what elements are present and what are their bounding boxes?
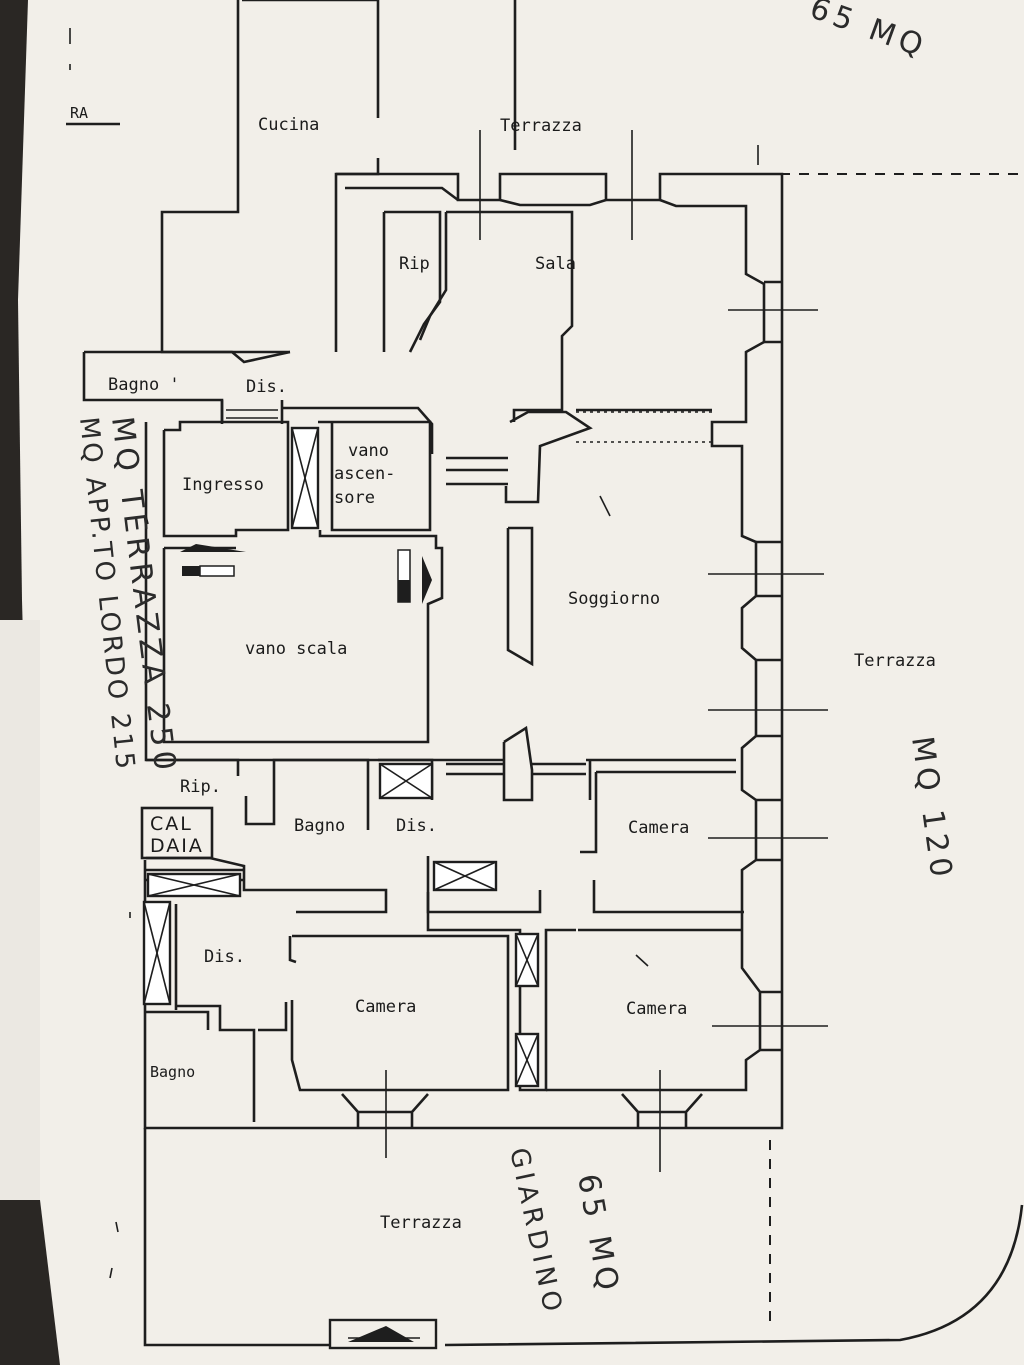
room-label-rip-top: Rip [399,254,430,274]
room-label-bagno-bottom: Bagno [150,1063,195,1081]
room-label-camera-right-bottom: Camera [626,999,687,1019]
room-label-vano-ascensore-2: ascen- [334,464,395,484]
room-label-vano-ascensore-1: vano [348,441,389,461]
sheet-corner-marks [66,28,120,126]
room-labels: Cucina Terrazza Rip Sala Bagno ' Dis. In… [108,115,936,1233]
room-label-terrazza-right: Terrazza [854,651,936,671]
room-label-dis-top: Dis. [246,377,287,397]
room-label-camera-mid: Camera [355,997,416,1017]
room-label-ingresso: Ingresso [182,475,264,495]
interior-walls-upper [82,210,712,454]
room-label-caldaia-1: CAL [150,813,193,835]
room-label-dis-mid: Dis. [396,816,437,836]
room-label-bagno-mid: Bagno [294,816,345,836]
room-label-camera-right-top: Camera [628,818,689,838]
room-label-sala: Sala [535,254,576,274]
room-label-rip-mid: Rip. [180,777,221,797]
left-fold-marks [109,515,149,1279]
stair-arrow-icons [180,544,432,604]
room-label-caldaia-2: DAIA [150,835,204,857]
room-label-vano-scala: vano scala [245,639,347,659]
ra-label: RA [70,104,88,122]
room-label-cucina: Cucina [258,115,319,135]
bottom-terrace-outline [143,1128,330,1347]
interior-walls-lower [142,758,748,1122]
room-label-terrazza-top: Terrazza [500,116,582,136]
bottom-window-alcoves [341,1070,703,1172]
room-label-dis-left: Dis. [204,947,245,967]
bottom-stair-marker [328,1318,438,1350]
paper-underlay [0,620,40,1200]
central-pillar-walls [432,410,593,802]
window-axis-marks [479,130,828,1027]
room-label-soggiorno: Soggiorno [568,589,660,609]
outer-walls [143,172,784,1130]
room-label-terrazza-bottom: Terrazza [380,1213,462,1233]
room-label-bagno-top: Bagno ' [108,375,180,395]
caldaia-box [140,806,214,860]
terrace-curve-edge [444,1204,1024,1347]
room-label-vano-ascensore-3: sore [334,488,375,508]
